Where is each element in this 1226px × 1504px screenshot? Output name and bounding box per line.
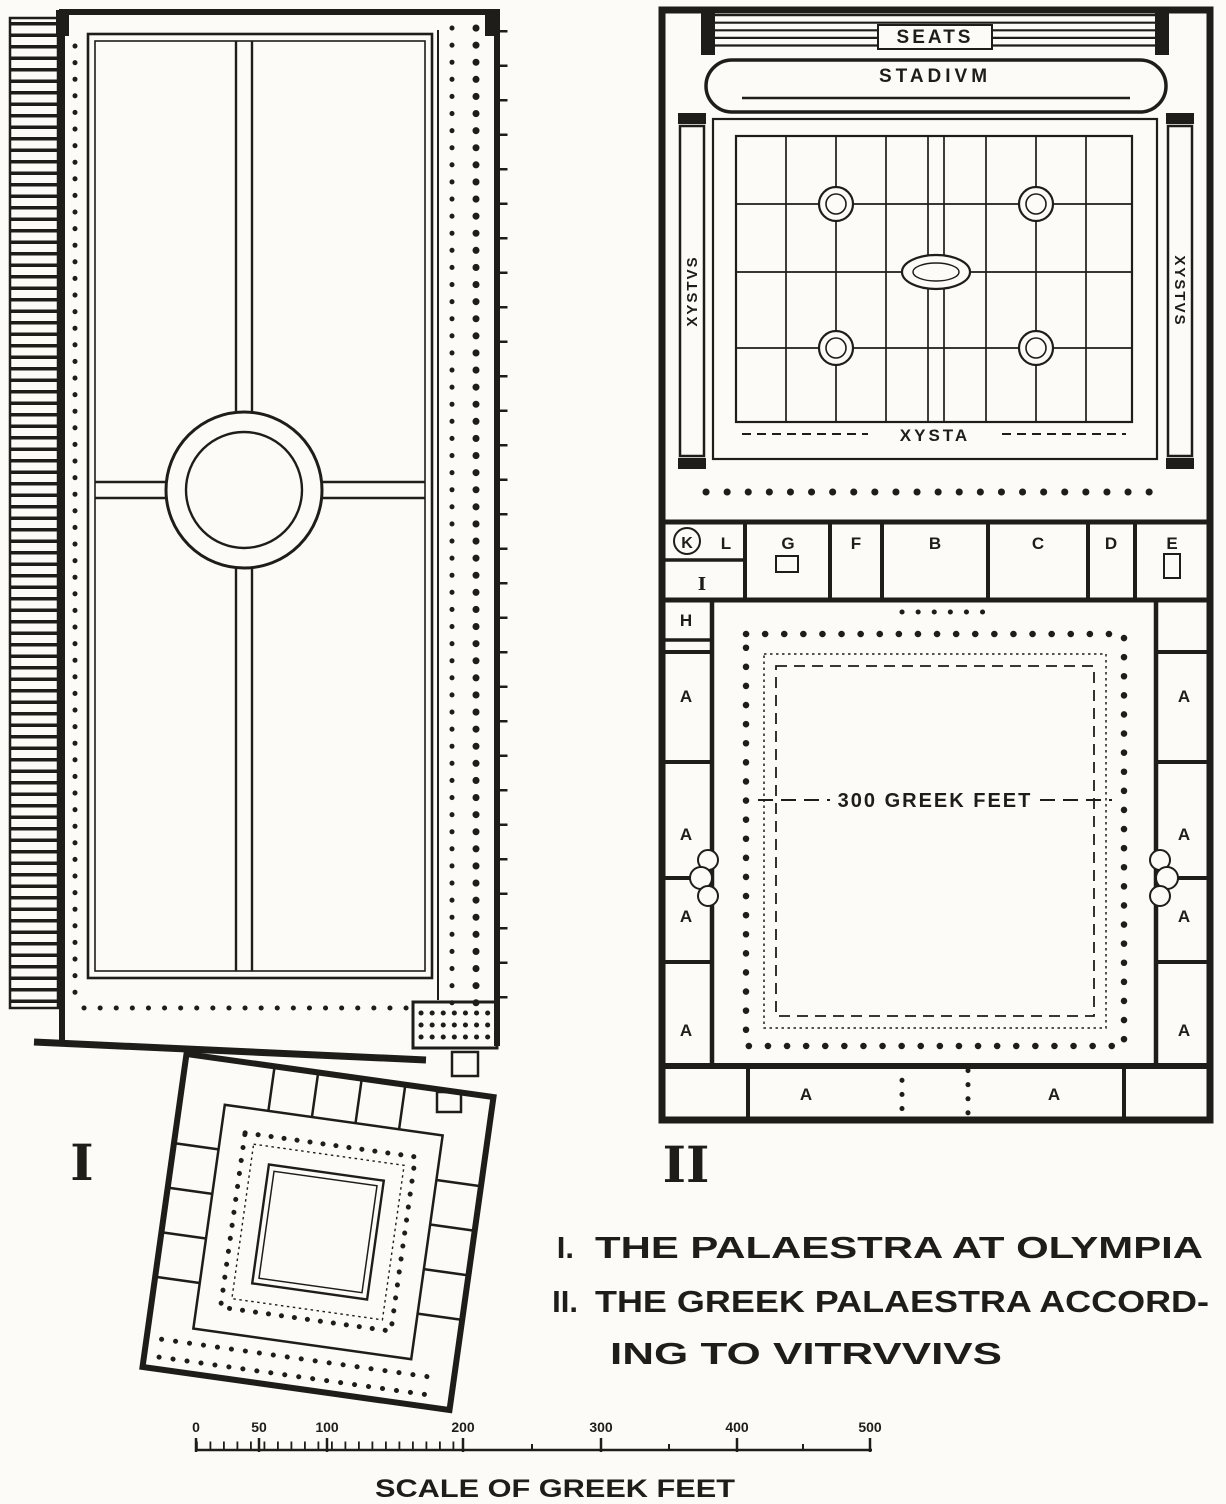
peristyle-dots [217, 1130, 419, 1334]
garden-basin [1017, 329, 1055, 367]
stadium: STADIVM [704, 58, 1168, 114]
caption: I. THE PALAESTRA AT OLYMPIA II. THE GREE… [552, 1230, 1209, 1371]
scale-tick-50: 50 [251, 1419, 267, 1435]
xystus-left: XYSTVS [678, 113, 706, 469]
central-circle-inner [184, 430, 304, 550]
outer-wall [59, 9, 500, 1046]
plan-olympia: I [8, 9, 508, 1414]
caption-item2-line1: THE GREEK PALAESTRA ACCORD- [595, 1284, 1209, 1319]
room-label-e: E [1166, 534, 1177, 553]
south-rooms: A A [746, 1063, 1126, 1123]
xystus-left-label: XYSTVS [684, 255, 701, 326]
scale-tick-400: 400 [725, 1419, 749, 1435]
caption-item2-line2: ING TO VITRVVIVS [610, 1336, 1002, 1371]
plan-vitruvius: SEATS STADIVM XYSTVS XYSTVS [658, 6, 1214, 1194]
west-rooms: A A A A [662, 650, 719, 1040]
scale-tick-0: 0 [192, 1419, 200, 1435]
plan2-numeral: II [663, 1135, 710, 1194]
ladder-band [8, 16, 60, 1010]
seats-label: SEATS [897, 27, 974, 48]
garden-grid [734, 134, 1134, 424]
stadium-label: STADIVM [879, 66, 991, 87]
room-label-a: A [680, 825, 692, 844]
xystus-right-label: XYSTVS [1171, 255, 1188, 326]
room-label-h: H [680, 611, 692, 630]
garden-basin [1017, 185, 1055, 223]
room-label-d: D [1105, 534, 1117, 553]
east-rooms: A A A A [1149, 650, 1210, 1040]
room-label-a: A [800, 1085, 812, 1104]
room-label-a: A [1048, 1085, 1060, 1104]
central-pool [900, 253, 972, 291]
xystus-right: XYSTVS [1166, 113, 1194, 469]
scale-tick-500: 500 [858, 1419, 882, 1435]
room-label-b: B [929, 534, 941, 553]
peristyle-dots [742, 630, 1128, 1050]
room-k-ring [673, 527, 701, 555]
xysta-label: XYSTA [900, 426, 970, 445]
room-label-a: A [680, 1021, 692, 1040]
room-label-a: A [1178, 825, 1190, 844]
court-dimension-label: 300 GREEK FEET [838, 790, 1033, 812]
garden-basin [817, 329, 855, 367]
caption-item2-numeral: II. [552, 1284, 578, 1319]
garden-boundary [711, 117, 1159, 461]
scale-caption: SCALE OF GREEK FEET [375, 1475, 735, 1503]
great-court: 300 GREEK FEET [662, 600, 1210, 1069]
room-label-a: A [680, 907, 692, 926]
room-label-c: C [1032, 534, 1044, 553]
room-label-i: I [698, 574, 706, 595]
xysta-walk: XYSTA [742, 426, 1126, 445]
room-label-a: A [1178, 907, 1190, 926]
basin-symbol [775, 555, 799, 573]
garden-basin [817, 185, 855, 223]
seats-band: SEATS [701, 13, 1169, 55]
basin-symbol [1163, 553, 1181, 579]
outer-wall [658, 6, 1214, 1124]
right-colonnade [437, 24, 480, 1020]
rooms-band: K L G F B C D E I H [662, 519, 1210, 642]
palaestra-building [139, 1050, 497, 1414]
scale-tick-100: 100 [315, 1419, 339, 1435]
corner-pier [485, 10, 498, 36]
room-label-l: L [721, 534, 731, 553]
caption-item1-numeral: I. [557, 1230, 574, 1265]
vestibule-dots [899, 1063, 971, 1123]
central-circle [164, 410, 324, 570]
scale-tick-200: 200 [451, 1419, 475, 1435]
garden-court [86, 32, 434, 980]
room-label-g: G [781, 534, 794, 553]
scale-tick-300: 300 [589, 1419, 613, 1435]
small-chamber [450, 1050, 480, 1078]
caption-item1-text: THE PALAESTRA AT OLYMPIA [595, 1230, 1203, 1265]
room-label-a: A [1178, 687, 1190, 706]
room-label-a: A [680, 687, 692, 706]
scale-bar: 0 50 100 200 300 400 500 SCALE OF GREEK … [192, 1419, 882, 1503]
plan1-numeral: I [70, 1133, 93, 1192]
south-wall [33, 1038, 427, 1064]
annex-porch [411, 1000, 499, 1050]
room-label-a: A [1178, 1021, 1190, 1040]
inner-court [250, 1163, 386, 1301]
room-label-k: K [681, 535, 693, 552]
corner-pier [56, 10, 69, 36]
room-label-f: F [851, 534, 861, 553]
